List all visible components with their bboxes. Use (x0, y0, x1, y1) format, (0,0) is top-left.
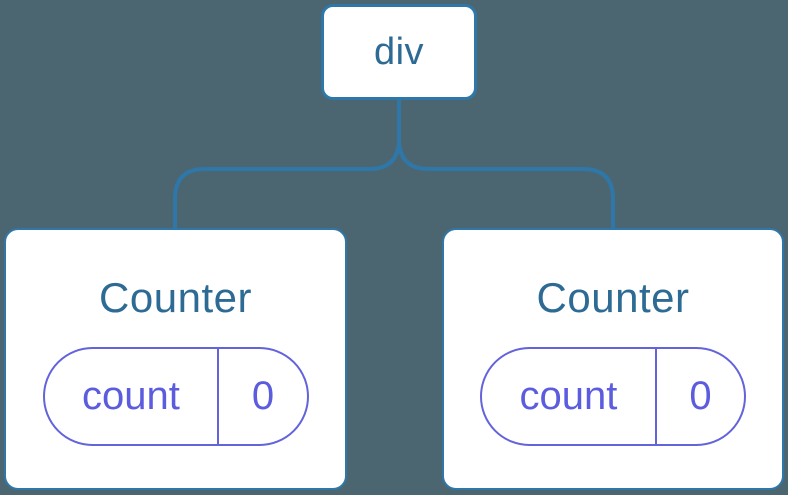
div-node: div (321, 4, 477, 100)
state-key-label: count (82, 374, 180, 418)
state-value-label: 0 (689, 374, 712, 418)
state-key-cell: count (482, 349, 655, 444)
state-pill: count 0 (42, 347, 309, 446)
counter-node-left: Counter count 0 (4, 228, 347, 490)
connector-right-branch (397, 100, 615, 230)
counter-title: Counter (536, 274, 690, 321)
counter-title: Counter (99, 274, 252, 321)
state-value-cell: 0 (654, 349, 744, 444)
state-value-cell: 0 (217, 349, 306, 444)
counter-node-right: Counter count 0 (442, 228, 784, 490)
state-key-label: count (519, 374, 618, 418)
div-node-label: div (373, 30, 425, 73)
state-value-label: 0 (251, 374, 275, 418)
state-pill: count 0 (480, 347, 746, 446)
state-key-cell: count (45, 349, 218, 444)
connector-left-branch (173, 100, 401, 230)
